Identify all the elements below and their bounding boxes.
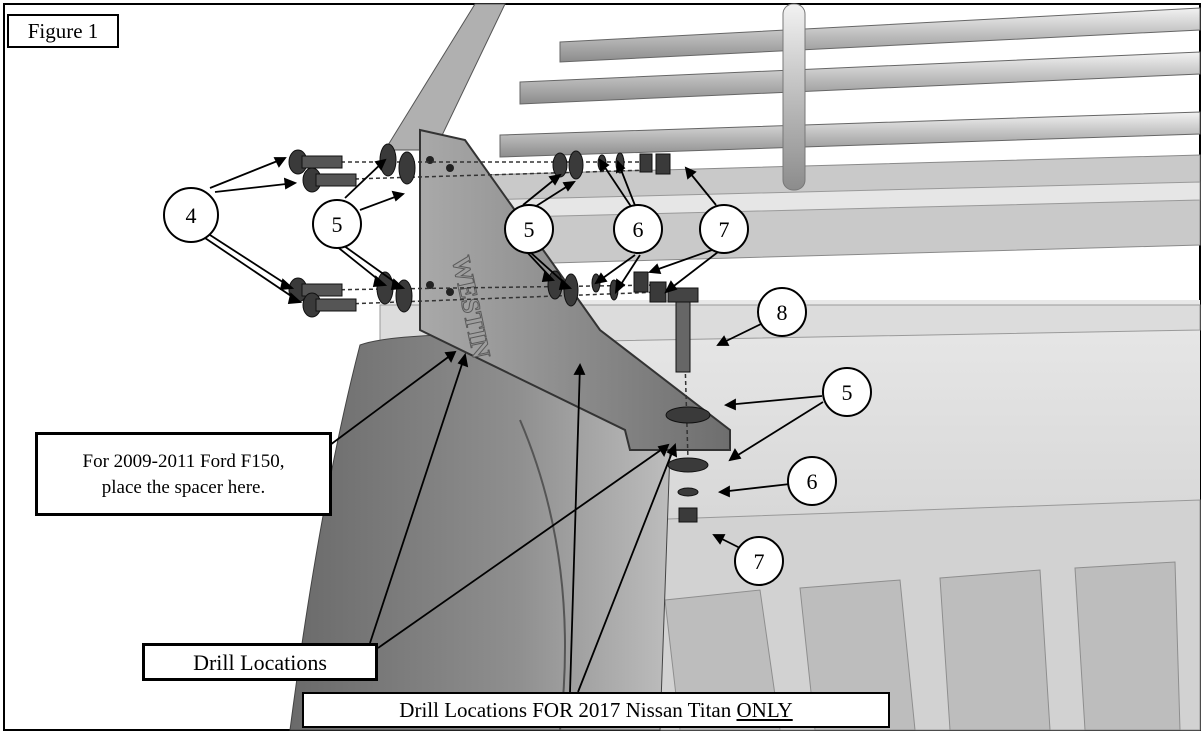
spacer-note-line-2: place the spacer here. xyxy=(101,477,266,498)
callout-5-middle: 5 xyxy=(524,217,535,242)
hex-nut xyxy=(633,271,649,293)
titan-label-emphasis: ONLY xyxy=(736,698,793,722)
hex-nut xyxy=(639,153,653,173)
hex-nut xyxy=(678,507,698,523)
washer xyxy=(379,143,397,177)
bolt-upper-2 xyxy=(302,167,357,193)
washer xyxy=(563,273,579,307)
bolt-lower-2 xyxy=(302,292,357,318)
drill-locations-label: Drill Locations xyxy=(142,643,378,681)
callout-7-middle: 7 xyxy=(719,217,730,242)
figure-label: Figure 1 xyxy=(7,14,119,48)
callout-5-upper-left: 5 xyxy=(332,212,343,237)
mounting-bracket: WESTIN xyxy=(419,128,731,451)
washer xyxy=(568,150,584,180)
washer xyxy=(665,406,711,424)
lock-washer xyxy=(677,487,699,497)
washer xyxy=(398,151,416,185)
rack-frame-upright xyxy=(384,3,506,151)
callout-6-middle: 6 xyxy=(633,217,644,242)
callout-7-bottom: 7 xyxy=(754,549,765,574)
washer xyxy=(552,152,568,178)
spacer-note-line-1: For 2009-2011 Ford F150, xyxy=(82,451,285,472)
bolt-upper-1 xyxy=(288,149,343,175)
callout-5-right: 5 xyxy=(842,380,853,405)
rack-slats xyxy=(499,3,1201,191)
callout-circles xyxy=(163,187,872,586)
washer xyxy=(376,271,394,305)
callout-4: 4 xyxy=(186,203,197,228)
washer xyxy=(667,457,709,473)
carriage-bolt-8 xyxy=(667,287,699,373)
leader-arrows xyxy=(204,157,824,693)
hex-nut xyxy=(655,153,671,175)
callout-8: 8 xyxy=(777,300,788,325)
hex-nut xyxy=(649,281,667,303)
tailgate-panel xyxy=(289,333,671,731)
spacer-note-box: For 2009-2011 Ford F150, place the space… xyxy=(35,432,332,516)
titan-drill-locations-label: Drill Locations FOR 2017 Nissan Titan ON… xyxy=(302,692,890,728)
titan-label-text: Drill Locations FOR 2017 Nissan Titan xyxy=(399,698,737,722)
callout-6-right: 6 xyxy=(807,469,818,494)
